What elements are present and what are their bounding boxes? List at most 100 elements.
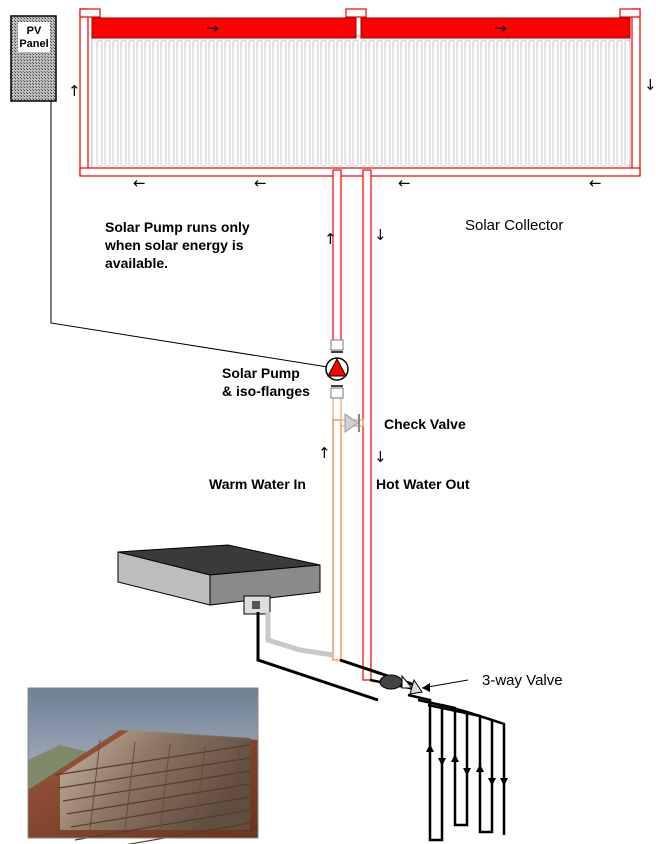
- box-return-pipe: [265, 612, 334, 658]
- arrow-header-right: →: [494, 19, 507, 37]
- arrow-hot-down-2: ↓: [374, 448, 387, 466]
- collector-tube: [352, 39, 359, 167]
- check-valve: [344, 413, 360, 433]
- solar-pump-label-line1: Solar Pump: [222, 365, 300, 381]
- collector-tube: [264, 39, 271, 167]
- collector-tube: [384, 39, 391, 167]
- photo-panel-row: [58, 757, 251, 789]
- collector-tube: [296, 39, 303, 167]
- photo-panel-column: [194, 745, 206, 831]
- photo-panel-row: [66, 783, 251, 815]
- arrow-warm-up: ↑: [318, 444, 331, 462]
- arrow-bottom-1: ←: [133, 174, 146, 192]
- arrow-bottom-2: ←: [254, 174, 267, 192]
- collector-tube: [256, 39, 263, 167]
- ground-loops: [407, 693, 508, 842]
- pv-panel-label-line1: PV: [27, 25, 42, 37]
- collector-tube: [600, 39, 607, 167]
- collector-tube: [368, 39, 375, 167]
- collector-tube: [432, 39, 439, 167]
- solar-collector-label: Solar Collector: [465, 217, 563, 234]
- warm-water-pipe: [332, 419, 342, 661]
- collector-tube: [408, 39, 415, 167]
- collector-tube: [144, 39, 151, 167]
- collector-tube: [624, 39, 631, 167]
- pv-power-wire: [50, 101, 335, 369]
- three-way-valve-label: 3-way Valve: [482, 672, 563, 689]
- collector-tube: [544, 39, 551, 167]
- collector-tube: [496, 39, 503, 167]
- warm-water-in-label: Warm Water In: [209, 476, 306, 492]
- collector-tube: [360, 39, 367, 167]
- collector-tube: [440, 39, 447, 167]
- pv-panel-label-line2: Panel: [19, 38, 48, 50]
- collector-tube: [328, 39, 335, 167]
- collector-tube: [576, 39, 583, 167]
- arrow-header-left: →: [206, 19, 219, 37]
- collector-tube: [232, 39, 239, 167]
- collector-tube: [616, 39, 623, 167]
- collector-tube: [184, 39, 191, 167]
- collector-tube: [488, 39, 495, 167]
- loop-arrow-down: [500, 778, 508, 786]
- photo-panel-column: [159, 743, 171, 831]
- collector-tube: [216, 39, 223, 167]
- collector-tube: [128, 39, 135, 167]
- collector-tube: [112, 39, 119, 167]
- solar-collector: [79, 8, 641, 177]
- photo-panel-column: [124, 741, 136, 831]
- check-valve-label: Check Valve: [384, 416, 466, 432]
- hot-water-out-label: Hot Water Out: [376, 476, 470, 492]
- arrow-bottom-3: ←: [398, 174, 411, 192]
- collector-tube: [504, 39, 511, 167]
- collector-tube: [168, 39, 175, 167]
- collector-tube: [344, 39, 351, 167]
- loop-arrow-up: [476, 764, 484, 772]
- pump-note-line2: when solar energy is: [104, 237, 244, 253]
- collector-tube: [208, 39, 215, 167]
- collector-tube: [424, 39, 431, 167]
- collector-tubes: [96, 39, 631, 167]
- arrow-hot-down: ↓: [374, 226, 387, 244]
- collector-tube: [568, 39, 575, 167]
- collector-tube: [448, 39, 455, 167]
- collector-tube: [376, 39, 383, 167]
- pump-note-line3: available.: [105, 255, 168, 271]
- collector-tube: [336, 39, 343, 167]
- ground-loop-arrows: [426, 744, 508, 786]
- heat-exchanger-box: [117, 544, 321, 615]
- loop-arrow-down: [463, 768, 471, 776]
- collector-tube: [152, 39, 159, 167]
- collector-tube: [280, 39, 287, 167]
- collector-tube: [560, 39, 567, 167]
- collector-tube: [192, 39, 199, 167]
- collector-tube: [456, 39, 463, 167]
- pump-note-line1: Solar Pump runs only: [105, 219, 250, 235]
- collector-tube: [176, 39, 183, 167]
- arrow-left-riser: ↑: [68, 82, 81, 100]
- pv-panel: PV Panel: [10, 15, 57, 102]
- collector-tube: [96, 39, 103, 167]
- collector-tube: [320, 39, 327, 167]
- collector-tube: [608, 39, 615, 167]
- collector-tube: [312, 39, 319, 167]
- photo-panel-row: [74, 809, 251, 841]
- collector-tube: [248, 39, 255, 167]
- collector-header-right: [360, 17, 631, 39]
- collector-tube: [464, 39, 471, 167]
- hot-water-pipe: [362, 169, 372, 681]
- collector-tube: [552, 39, 559, 167]
- collector-header-left: [91, 17, 357, 39]
- collector-tube: [160, 39, 167, 167]
- collector-tube: [520, 39, 527, 167]
- photo-panel-column: [89, 739, 101, 831]
- arrow-bottom-4: ←: [589, 174, 602, 192]
- photo-panel-row: [70, 796, 251, 828]
- solar-pump-label-line2: & iso-flanges: [222, 383, 310, 399]
- collector-tube: [288, 39, 295, 167]
- collector-tube: [392, 39, 399, 167]
- collector-tube: [536, 39, 543, 167]
- solar-pump: [325, 339, 349, 399]
- collector-tube: [104, 39, 111, 167]
